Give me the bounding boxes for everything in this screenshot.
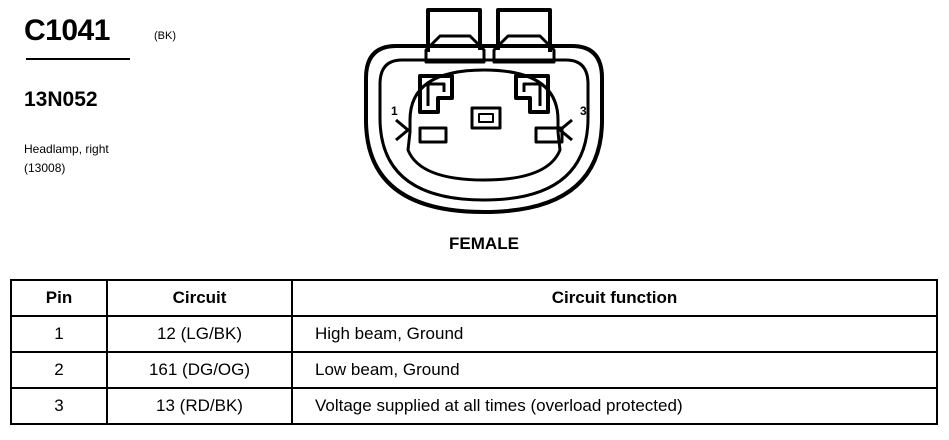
latch-right-base <box>492 34 556 64</box>
terminal-guide-left-inner <box>426 82 446 106</box>
circuit-function-cell: Voltage supplied at all times (overload … <box>291 387 938 425</box>
pin-cell: 3 <box>10 387 108 425</box>
pin-cell: 1 <box>10 315 108 353</box>
table-row: 2 161 (DG/OG) Low beam, Ground <box>10 351 938 389</box>
connector-gender-label: FEMALE <box>449 234 519 253</box>
connector-color-code: (BK) <box>154 30 176 42</box>
terminal-guide-right-inner <box>522 82 542 106</box>
circuit-function-cell: High beam, Ground <box>291 315 938 353</box>
connector-id: C1041 <box>24 14 110 47</box>
circuit-cell: 161 (DG/OG) <box>106 351 293 389</box>
circuit-cell: 12 (LG/BK) <box>106 315 293 353</box>
pin-label-3: 3 <box>580 104 587 118</box>
connector-latch-left <box>426 8 482 52</box>
column-header-pin: Pin <box>10 279 108 317</box>
part-number: 13N052 <box>24 88 98 111</box>
housing-notch-left <box>395 118 410 142</box>
component-description: Headlamp, right <box>24 142 109 156</box>
pin-label-1: 1 <box>391 104 398 118</box>
pin-cell: 2 <box>10 351 108 389</box>
connector-housing-inner <box>378 58 590 202</box>
circuit-function-cell: Low beam, Ground <box>291 351 938 389</box>
table-header-row: Pin Circuit Circuit function <box>10 279 938 317</box>
connector-cavity-rim <box>406 68 562 182</box>
terminal-guide-left <box>418 74 454 114</box>
pin-circuit-table: Pin Circuit Circuit function 1 12 (LG/BK… <box>10 279 938 425</box>
circuit-cell: 13 (RD/BK) <box>106 387 293 425</box>
terminal-pin-2-slot <box>478 113 494 123</box>
terminal-pin-1 <box>418 126 448 144</box>
connector-housing-outer <box>364 44 604 214</box>
terminal-pin-2 <box>470 106 502 130</box>
connector-latch-right <box>496 8 552 52</box>
component-reference: (13008) <box>24 161 66 175</box>
table-row: 3 13 (RD/BK) Voltage supplied at all tim… <box>10 387 938 425</box>
column-header-circuit-function: Circuit function <box>291 279 938 317</box>
connector-id-underline <box>26 58 130 60</box>
housing-notch-right <box>558 118 573 142</box>
connector-face-diagram <box>364 8 604 214</box>
latch-left-base <box>424 34 486 64</box>
column-header-circuit: Circuit <box>106 279 293 317</box>
connector-header: C1041 (BK) 13N052 Headlamp, right (13008… <box>22 14 252 194</box>
terminal-guide-right <box>514 74 550 114</box>
terminal-pin-3 <box>534 126 564 144</box>
table-row: 1 12 (LG/BK) High beam, Ground <box>10 315 938 353</box>
